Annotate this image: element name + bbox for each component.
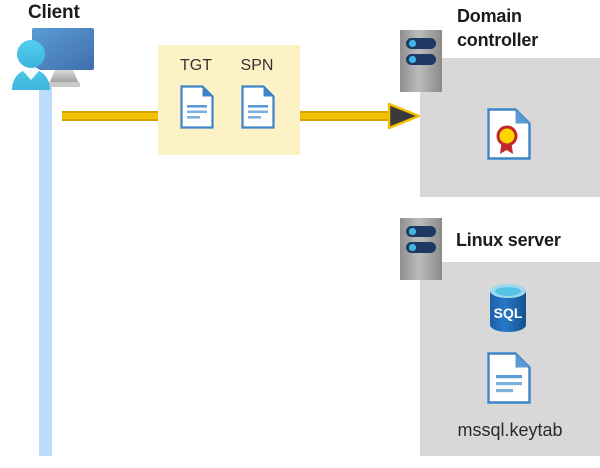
keytab-document-icon — [487, 352, 531, 404]
domain-controller-title-line2: controller — [457, 30, 539, 50]
client-workstation-icon — [8, 24, 100, 94]
arrow-shaft-left — [62, 111, 158, 121]
linux-server-title: Linux server — [456, 230, 561, 250]
domain-controller-server-icon — [400, 30, 442, 92]
keytab-filename-label: mssql.keytab — [457, 420, 563, 440]
client-title: Client — [28, 2, 80, 23]
arrow-right-icon — [387, 102, 421, 130]
sql-icon-text: SQL — [494, 305, 523, 321]
domain-controller-title-line1: Domain — [457, 6, 522, 26]
tgt-document-icon — [180, 85, 214, 129]
spn-label: SPN — [240, 57, 274, 74]
spn-document-icon — [241, 85, 275, 129]
domain-controller-title: Domain controller — [457, 4, 587, 52]
client-lifeline — [39, 86, 52, 456]
certificate-icon — [487, 108, 531, 160]
sql-database-icon: SQL — [485, 282, 531, 334]
linux-server-icon — [400, 218, 442, 280]
tgt-label: TGT — [180, 57, 212, 74]
arrow-shaft-right — [300, 111, 392, 121]
